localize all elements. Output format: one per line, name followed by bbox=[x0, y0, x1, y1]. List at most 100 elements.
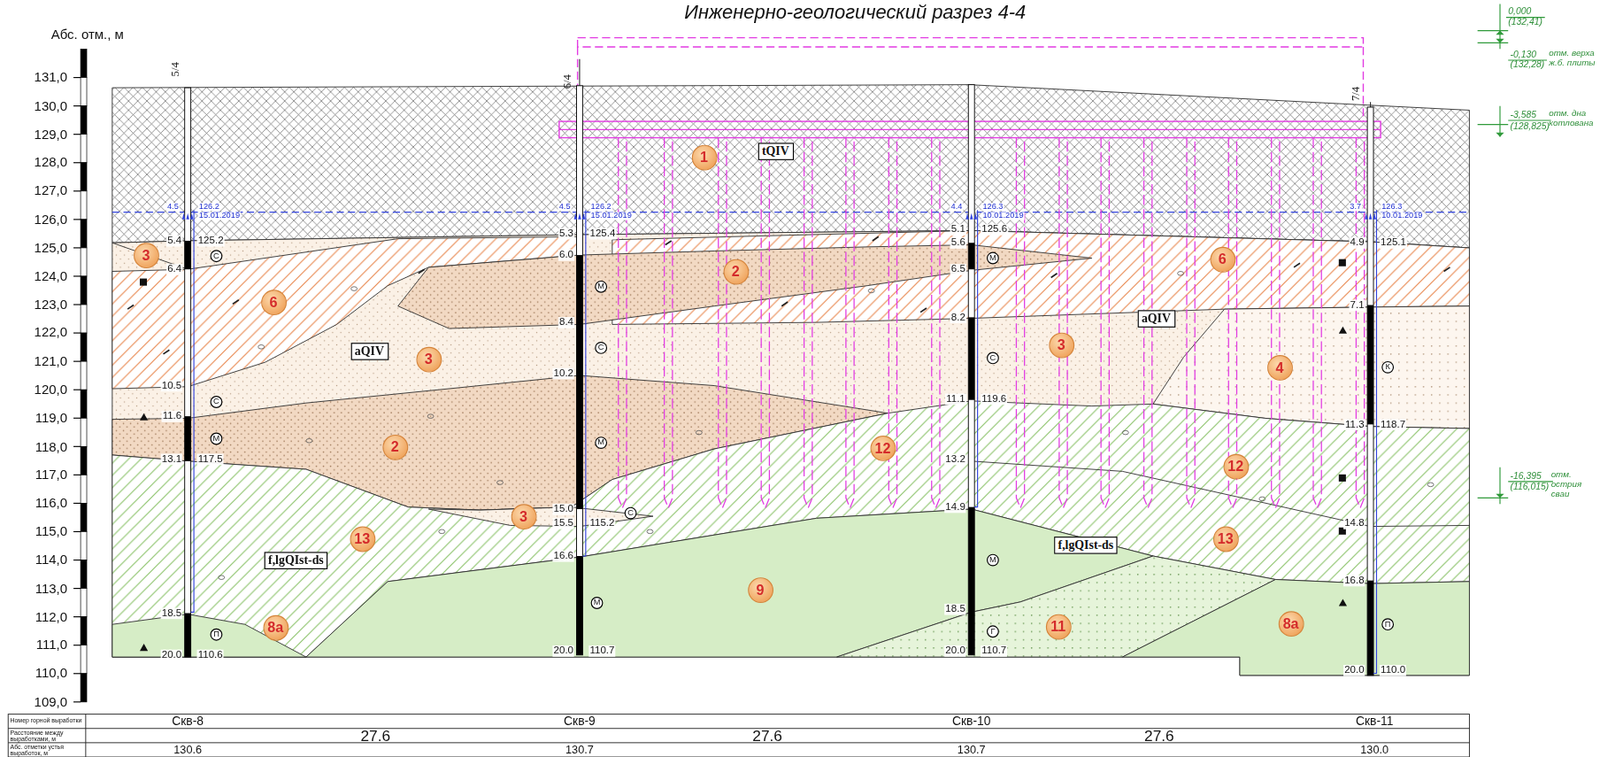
pile bbox=[1100, 138, 1109, 508]
depth-elevation: 20.0 bbox=[944, 645, 967, 656]
layer-2-upper bbox=[398, 245, 1093, 329]
scale-tick bbox=[73, 190, 81, 192]
water-mark bbox=[1369, 213, 1372, 220]
symbols bbox=[127, 236, 1450, 651]
title: Инженерно-геологический разрез 4-4 bbox=[684, 1, 1026, 23]
scale-tick bbox=[73, 615, 81, 617]
layer-callout: 2 bbox=[382, 433, 408, 460]
stratigraphy-index: tQIV bbox=[757, 142, 793, 161]
elevation-value: 114,0 bbox=[35, 553, 68, 568]
pile bbox=[931, 138, 940, 508]
node-text: П bbox=[213, 630, 220, 639]
pebbles bbox=[218, 271, 1434, 580]
level-mark: -16,395 bbox=[1510, 471, 1542, 482]
elevation-value: 126,0 bbox=[34, 212, 69, 227]
core-interval bbox=[1367, 580, 1374, 676]
core-interval bbox=[968, 316, 975, 400]
scale-segment bbox=[80, 530, 87, 560]
sample-type: М bbox=[986, 252, 1000, 265]
elevation-value: 113,0 bbox=[35, 581, 68, 596]
stratigraphy-index: aQIV bbox=[350, 342, 389, 361]
table-header: Расстояние между выработками, м bbox=[10, 729, 85, 742]
borehole-line bbox=[1369, 101, 1371, 108]
scale-segment bbox=[80, 616, 87, 646]
sample-type: М bbox=[594, 280, 608, 293]
scale-segment bbox=[80, 588, 87, 617]
scale-segment bbox=[80, 332, 87, 362]
elevation-value: 124,0 bbox=[34, 269, 69, 284]
layer-callout: 8а bbox=[262, 614, 289, 640]
node-text: 12 bbox=[1227, 459, 1244, 474]
elevation-value: 125,0 bbox=[34, 240, 69, 255]
elevation-value: 116,0 bbox=[35, 496, 68, 511]
depth-elevation: 7.1 bbox=[1348, 299, 1365, 310]
groundwater-note: 4.4 bbox=[949, 202, 963, 212]
depth-elevation: 117.5 bbox=[197, 453, 224, 464]
scale-segment bbox=[80, 162, 87, 192]
depth-elevation: 13.1 bbox=[161, 453, 184, 464]
pile bbox=[1186, 138, 1195, 508]
node-text: М bbox=[989, 555, 997, 564]
pile bbox=[1313, 138, 1322, 508]
water-mark bbox=[582, 213, 585, 220]
level-note: отм. верха ж.б. плиты bbox=[1548, 48, 1596, 69]
elevation-value: 127,0 bbox=[34, 184, 69, 199]
layer-callout: 13 bbox=[349, 525, 376, 552]
table-cell: 130.7 bbox=[565, 743, 594, 755]
node-text: П bbox=[1384, 620, 1392, 629]
core-interval bbox=[576, 555, 583, 655]
level-mark: 0,000 bbox=[1507, 7, 1531, 17]
depth-elevation: 11.1 bbox=[945, 392, 967, 404]
depth-elevation: 118.7 bbox=[1379, 418, 1407, 430]
layer-callout: 11 bbox=[1045, 613, 1071, 639]
depth-elevation: 125.1 bbox=[1379, 237, 1408, 248]
scale-segment bbox=[80, 106, 87, 135]
depth-elevation: 6.0 bbox=[558, 249, 575, 261]
depth-elevation: 15.0 bbox=[552, 503, 575, 515]
borehole-column bbox=[184, 87, 192, 657]
table-header: Абс. отметки устья выработок, м bbox=[10, 743, 85, 756]
depth-elevation: 20.0 bbox=[552, 645, 575, 656]
node-text: 3 bbox=[1057, 337, 1066, 352]
scale-tick bbox=[73, 644, 81, 646]
pile bbox=[804, 138, 813, 508]
node-text: М bbox=[597, 438, 605, 447]
layer-callout: 8а bbox=[1277, 610, 1304, 637]
depth-elevation: 18.5 bbox=[161, 607, 184, 618]
elevation-value: 118,0 bbox=[35, 438, 68, 454]
node-text: 2 bbox=[731, 263, 740, 278]
node-text: М bbox=[213, 434, 221, 443]
scale-segment bbox=[80, 276, 87, 305]
groundwater-line bbox=[112, 211, 1470, 213]
table-cell: Скв-10 bbox=[952, 714, 991, 728]
pile bbox=[1271, 138, 1280, 508]
scale-tick bbox=[73, 502, 81, 504]
groundwater-note: 4.5 bbox=[558, 202, 572, 212]
casing-line bbox=[1373, 209, 1377, 673]
building-outline bbox=[577, 38, 1364, 47]
depth-elevation: 14.9 bbox=[944, 501, 967, 513]
node-text: С bbox=[598, 343, 605, 352]
node-text: М bbox=[593, 598, 601, 607]
scale-tick bbox=[73, 417, 81, 419]
pile bbox=[761, 138, 770, 508]
node-text: 3 bbox=[519, 508, 528, 524]
pile bbox=[1015, 138, 1024, 508]
scale-segment bbox=[80, 474, 87, 503]
scale-tick bbox=[73, 559, 81, 561]
node-text: f,lgQIst-ds bbox=[268, 553, 324, 567]
layer-3 bbox=[112, 230, 1470, 675]
scale-tick bbox=[73, 446, 81, 447]
scale-tick bbox=[73, 275, 81, 277]
scale-segment bbox=[80, 446, 87, 475]
scale-tick bbox=[73, 303, 81, 305]
scale-segment bbox=[80, 304, 87, 333]
node-text: aQIV bbox=[354, 344, 385, 357]
layer-callout: 3 bbox=[1048, 331, 1075, 358]
pile bbox=[1355, 138, 1364, 508]
level-mark: (128,825) bbox=[1510, 121, 1550, 131]
groundwater-note: 10.01.2019 bbox=[1380, 211, 1424, 221]
layer-boundary bbox=[971, 461, 1470, 527]
elevation-value: 120,0 bbox=[34, 382, 69, 397]
node-text: 8а bbox=[1283, 615, 1300, 631]
